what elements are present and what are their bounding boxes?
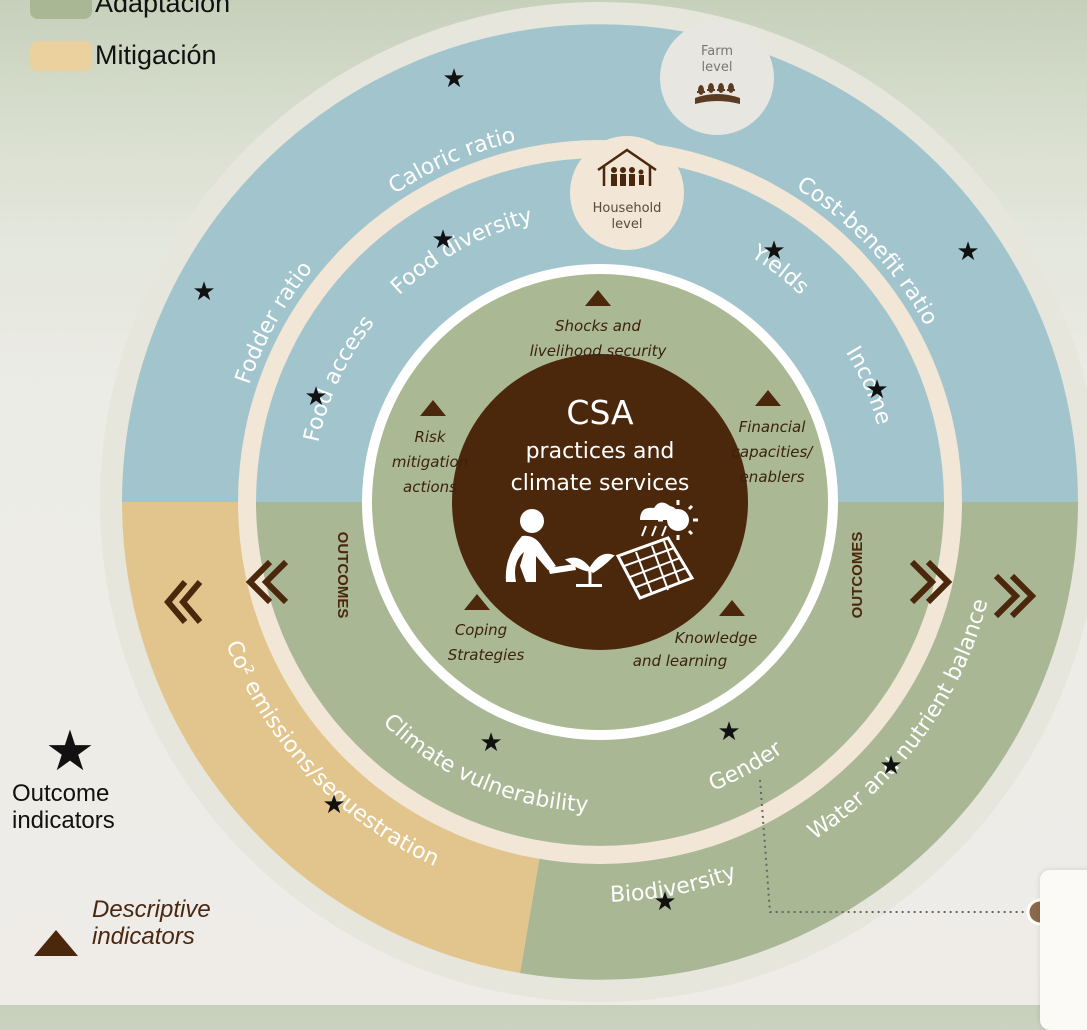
outcomes-left-label: OUTCOMES [334, 532, 351, 619]
adaptacion-swatch [30, 0, 92, 19]
triangle-shocks [585, 290, 611, 306]
triangle-knowledge [719, 600, 745, 616]
household-level-line1: Household [593, 201, 662, 216]
outcomes-right-label: OUTCOMES [849, 532, 866, 619]
left-arrows-icon [164, 559, 289, 624]
triangle-coping [464, 594, 490, 610]
label-knowledge-2: and learning [633, 652, 727, 670]
gender-connector [759, 779, 1030, 913]
csa-diagram: CSA practices and climate services Farm … [34, 2, 1087, 1002]
star-gender: ★ [717, 717, 740, 747]
center-title: CSA [566, 393, 634, 432]
star-food-access: ★ [304, 382, 327, 412]
label-risk-2: mitigation [392, 453, 468, 471]
outcome-line2: indicators [12, 807, 115, 834]
outcome-line1: Outcome [12, 780, 110, 807]
center-line2: practices and [526, 439, 675, 464]
star-biodiversity: ★ [653, 887, 676, 917]
label-financial-3: enablers [740, 468, 805, 486]
label-coping-2: Strategies [448, 646, 525, 664]
star-water-nutrient: ★ [879, 751, 902, 781]
house-family-icon [597, 148, 657, 186]
mitigacion-label: Mitigación [95, 40, 217, 70]
label-risk-3: actions [403, 478, 457, 496]
triangle-financial [755, 390, 781, 406]
household-level-line2: level [612, 217, 643, 232]
descriptive-line2: indicators [92, 923, 195, 950]
star-cost-benefit: ★ [956, 237, 979, 267]
right-arrows-icon [909, 559, 1037, 619]
legend-mitigacion: Mitigación [30, 40, 217, 71]
triangle-risk [420, 400, 446, 416]
farm-level-line1: Farm [701, 44, 733, 59]
label-knowledge-1: Knowledge [675, 629, 757, 647]
label-shocks-1: Shocks and [555, 317, 641, 335]
star-food-diversity: ★ [431, 225, 454, 255]
descriptive-triangles [420, 290, 781, 616]
outcome-indicators-label: Outcome indicators [12, 780, 115, 834]
legend-adaptacion: Adaptación [30, 0, 230, 19]
star-caloric-ratio: ★ [442, 64, 465, 94]
label-financial-2: capacities/ [732, 443, 815, 461]
outcome-stars: ★ ★ ★ ★ ★ ★ ★ ★ ★ ★ ★ ★ [192, 64, 979, 917]
mitigacion-swatch [30, 40, 92, 71]
farm-level-line2: level [702, 60, 733, 75]
star-income: ★ [865, 375, 888, 405]
farm-level-badge [660, 21, 774, 135]
label-risk-1: Risk [414, 428, 446, 446]
center-line3: climate services [511, 471, 690, 496]
descriptive-indicators-label: Descriptive indicators [92, 896, 211, 950]
legend-star-icon: ★ [45, 719, 95, 784]
star-fodder-ratio: ★ [192, 277, 215, 307]
star-climate-vulnerability: ★ [479, 728, 502, 758]
household-level-badge [570, 136, 684, 250]
side-card [1040, 870, 1087, 1030]
star-yields: ★ [762, 236, 785, 266]
label-financial-1: Financial [739, 418, 807, 436]
label-coping-1: Coping [455, 621, 507, 639]
adaptacion-label: Adaptación [95, 0, 231, 18]
farmer-planting-icon [505, 509, 615, 587]
star-co2: ★ [322, 790, 345, 820]
descriptive-line1: Descriptive [92, 896, 211, 923]
crops-icon [695, 83, 740, 104]
weather-solar-icon [615, 500, 698, 600]
label-shocks-2: livelihood security [530, 342, 668, 360]
legend-triangle-icon [34, 930, 78, 956]
